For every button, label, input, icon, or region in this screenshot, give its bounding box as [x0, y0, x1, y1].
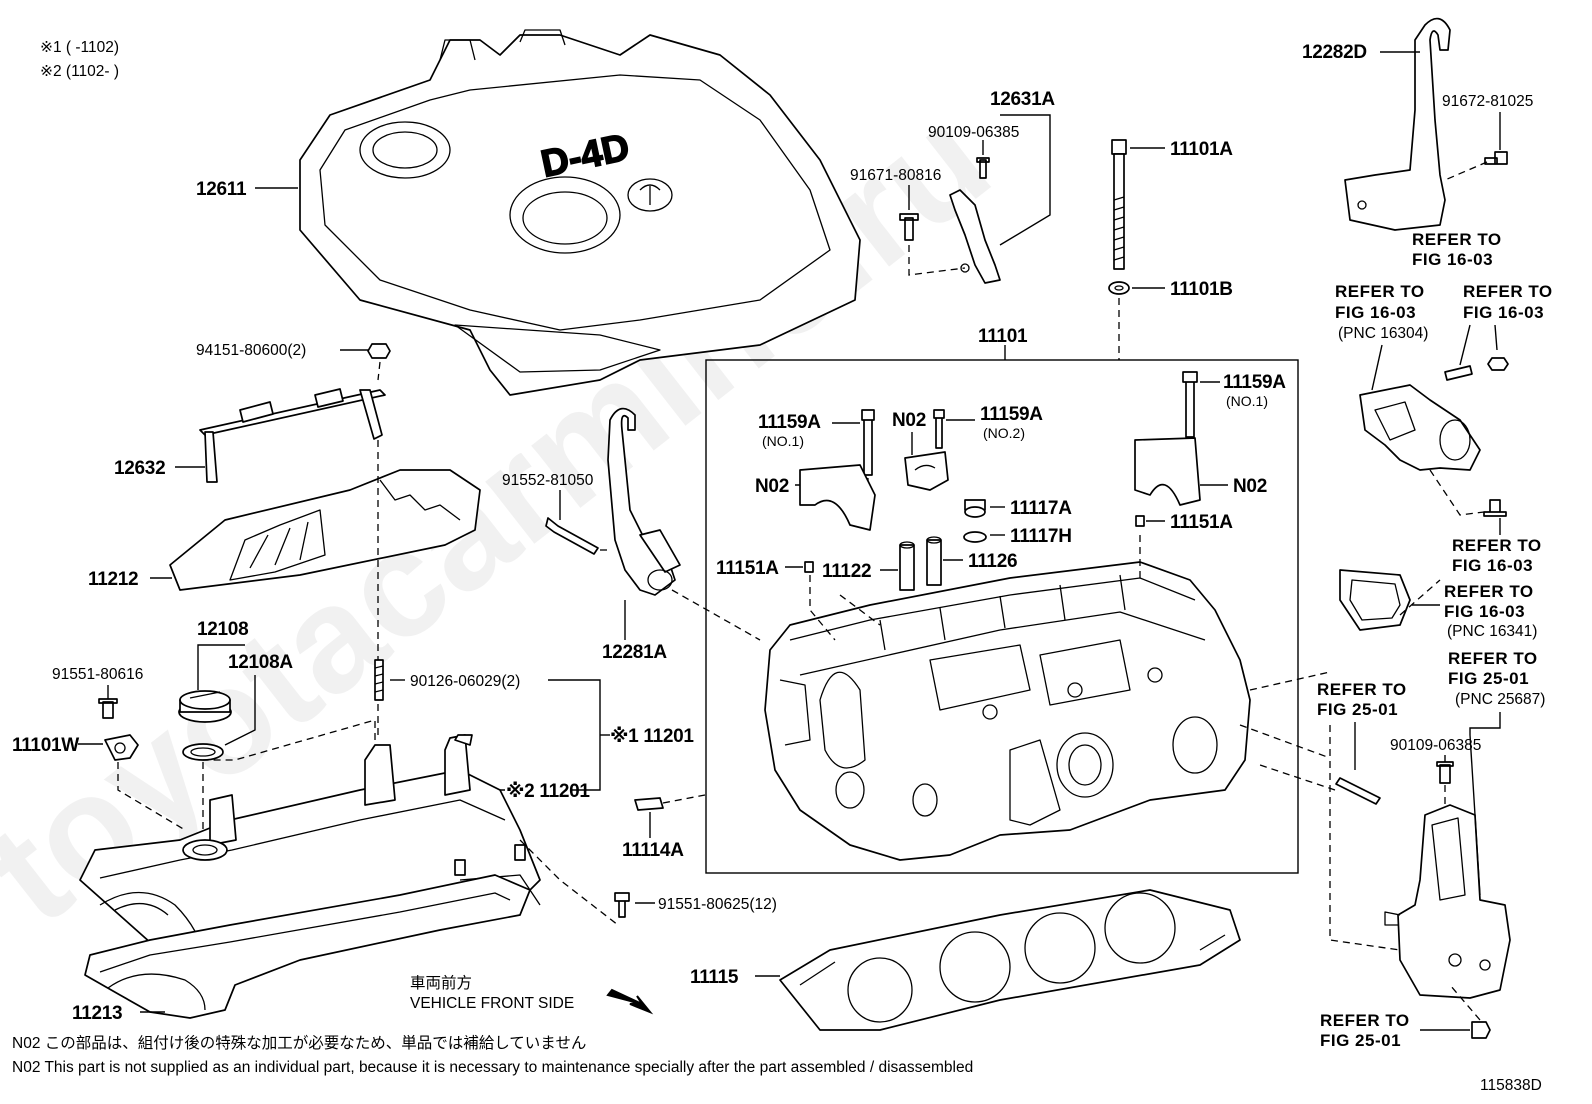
- footnote-n02-jp: N02 この部品は、組付け後の特殊な加工が必要なため、単品では補給していません: [12, 1034, 586, 1052]
- svg-text:FIG 16-03: FIG 16-03: [1444, 602, 1525, 621]
- ref-group-1: REFER TO FIG 16-03: [1412, 230, 1502, 269]
- ref-group-7: REFER TO FIG 25-01: [1317, 680, 1407, 719]
- label-11101b: 11101B: [1170, 279, 1233, 300]
- ref-group-4: REFER TO FIG 16-03: [1452, 536, 1542, 575]
- label-11122: 11122: [822, 561, 871, 582]
- front-direction-arrow-icon: [606, 988, 654, 1015]
- svg-text:REFER TO: REFER TO: [1463, 282, 1553, 301]
- svg-text:REFER TO: REFER TO: [1444, 582, 1534, 601]
- ref-group-5: REFER TO FIG 16-03 (PNC 16341): [1444, 582, 1537, 640]
- label-12108: 12108: [197, 619, 248, 640]
- label-12611: 12611: [196, 179, 247, 200]
- svg-text:REFER TO: REFER TO: [1448, 649, 1538, 668]
- vehicle-front-en: VEHICLE FRONT SIDE: [410, 995, 574, 1012]
- label-91551-80616: 91551-80616: [52, 666, 143, 683]
- label-91671: 91671-80816: [850, 167, 941, 184]
- label-11159a-right: 11159A: [1223, 372, 1286, 393]
- cylinder-head: [764, 561, 1251, 861]
- label-11213: 11213: [72, 1003, 122, 1024]
- svg-text:REFER TO: REFER TO: [1412, 230, 1502, 249]
- svg-text:REFER TO: REFER TO: [1452, 536, 1542, 555]
- label-11126: 11126: [968, 551, 1017, 572]
- cylinder-head-gasket: [779, 889, 1241, 1031]
- label-n02-mid: N02: [892, 410, 926, 431]
- label-11212: 11212: [88, 569, 138, 590]
- label-11117h: 11117H: [1010, 526, 1072, 547]
- head-bolt: [1108, 139, 1130, 295]
- vehicle-front-jp: 車両前方: [410, 974, 472, 992]
- label-11201-2: ※2 11201: [506, 781, 590, 802]
- label-11101a: 11101A: [1170, 139, 1233, 160]
- label-11159a-right-sub: (NO.1): [1226, 393, 1268, 409]
- label-11101w: 11101W: [12, 735, 79, 756]
- label-94151: 94151-80600(2): [196, 342, 306, 359]
- label-12632: 12632: [114, 458, 165, 479]
- label-91672: 91672-81025: [1442, 93, 1533, 110]
- label-12631a: 12631A: [990, 89, 1055, 110]
- label-91551-80625: 91551-80625(12): [658, 896, 777, 913]
- label-11159a-mid: 11159A: [980, 404, 1043, 425]
- label-90109-bottom: 90109-06385: [1390, 737, 1481, 754]
- label-90126: 90126-06029(2): [410, 673, 520, 690]
- figure-id: 115838D: [1480, 1077, 1542, 1094]
- note-1-range: ※1 ( -1102): [40, 39, 119, 56]
- water-outlet: [1339, 357, 1509, 631]
- valve-cover-insulator: [169, 469, 481, 591]
- wire-harness-bracket: [199, 388, 386, 483]
- svg-text:REFER TO: REFER TO: [1320, 1011, 1410, 1030]
- svg-text:REFER TO: REFER TO: [1317, 680, 1407, 699]
- oil-filler-cap: [178, 690, 232, 761]
- svg-text:(PNC 16341): (PNC 16341): [1447, 623, 1537, 640]
- svg-text:FIG 25-01: FIG 25-01: [1317, 700, 1398, 719]
- label-12282d: 12282D: [1302, 42, 1367, 63]
- engine-mount-bracket: [1384, 804, 1511, 999]
- footnote-n02-en: N02 This part is not supplied as an indi…: [12, 1059, 973, 1076]
- label-n02-right: N02: [1233, 476, 1267, 497]
- label-12281a: 12281A: [602, 642, 667, 663]
- ref-group-8: REFER TO FIG 25-01: [1320, 1011, 1410, 1050]
- label-11151a-left: 11151A: [716, 558, 779, 579]
- label-11159a-mid-sub: (NO.2): [983, 425, 1025, 441]
- engine-hanger-front: [607, 407, 681, 596]
- engine-hanger-rear: [1344, 17, 1451, 231]
- engine-cover: D-4D: [299, 29, 861, 396]
- wire-clamp-11101w: [104, 734, 139, 761]
- head-cover-gasket: [84, 874, 531, 1019]
- label-n02-left: N02: [755, 476, 789, 497]
- svg-text:FIG 16-03: FIG 16-03: [1452, 556, 1533, 575]
- ref-group-3: REFER TO FIG 16-03: [1463, 282, 1553, 322]
- label-11201-1: ※1 11201: [610, 726, 694, 747]
- svg-text:FIG 16-03: FIG 16-03: [1412, 250, 1493, 269]
- svg-text:FIG 16-03: FIG 16-03: [1463, 303, 1544, 322]
- label-11117a: 11117A: [1010, 498, 1072, 519]
- label-90109-top: 90109-06385: [928, 124, 1019, 141]
- ref-group-6: REFER TO FIG 25-01 (PNC 25687): [1448, 649, 1545, 708]
- cylinder-head-box: [705, 359, 1299, 874]
- label-11101: 11101: [978, 326, 1028, 347]
- label-91552: 91552-81050: [502, 472, 594, 489]
- svg-text:REFER TO: REFER TO: [1335, 282, 1425, 301]
- svg-text:FIG 25-01: FIG 25-01: [1448, 669, 1529, 688]
- label-11151a-right: 11151A: [1170, 512, 1233, 533]
- ref-group-2: REFER TO FIG 16-03 (PNC 16304): [1335, 282, 1428, 342]
- label-12108a: 12108A: [228, 652, 293, 673]
- svg-text:FIG 25-01: FIG 25-01: [1320, 1031, 1401, 1050]
- label-11159a-left: 11159A: [758, 412, 821, 433]
- label-11114a: 11114A: [622, 840, 684, 861]
- label-11115: 11115: [690, 967, 739, 988]
- svg-text:(PNC 16304): (PNC 16304): [1338, 325, 1428, 342]
- note-2-range: ※2 (1102- ): [40, 63, 119, 80]
- svg-text:FIG 16-03: FIG 16-03: [1335, 303, 1416, 322]
- label-11159a-left-sub: (NO.1): [762, 433, 804, 449]
- svg-text:(PNC 25687): (PNC 25687): [1455, 691, 1545, 708]
- bracket-12631a: [949, 157, 1001, 284]
